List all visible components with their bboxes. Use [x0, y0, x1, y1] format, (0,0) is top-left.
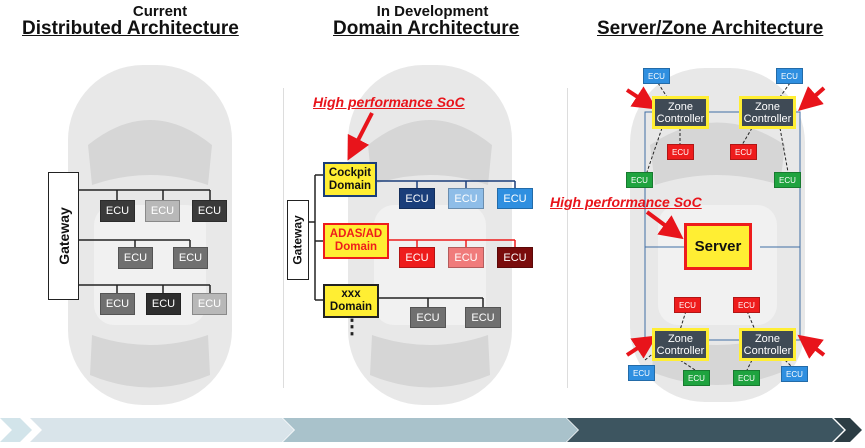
ecu-zone-bottom-left-green: ECU	[683, 370, 710, 386]
ecu-distributed-7: ECU	[146, 293, 181, 315]
panel-divider-right	[567, 88, 568, 388]
ecu-zone-top-left-outer: ECU	[643, 68, 670, 84]
ecu-adas-2: ECU	[448, 247, 484, 268]
soc-label-server: High performance SoC	[550, 194, 702, 210]
ecu-distributed-8: ECU	[192, 293, 227, 315]
ecu-adas-1: ECU	[399, 247, 435, 268]
title-server-zone-architecture: Server/Zone Architecture	[597, 18, 824, 39]
stage-in-development: In Development	[376, 3, 489, 20]
adas-domain-box: ADAS/AD Domain	[323, 223, 389, 259]
ecu-distributed-1: ECU	[100, 200, 135, 222]
zone-controller-top-right: Zone Controller	[739, 96, 796, 129]
ecu-zone-top-right-green: ECU	[774, 172, 801, 188]
server-box: Server	[684, 223, 752, 270]
ecu-distributed-5: ECU	[173, 247, 208, 269]
ecu-cockpit-1: ECU	[399, 188, 435, 209]
ecu-adas-3: ECU	[497, 247, 533, 268]
ecu-zone-top-right-outer: ECU	[776, 68, 803, 84]
ecu-zone-top-right-red: ECU	[730, 144, 757, 160]
zone-controller-top-left: Zone Controller	[652, 96, 709, 129]
ecu-zone-top-left-green: ECU	[626, 172, 653, 188]
stage-next: Next	[691, 3, 724, 20]
ecu-zone-bottom-left-blue: ECU	[628, 365, 655, 381]
ecu-distributed-2: ECU	[145, 200, 180, 222]
zone-controller-bottom-left: Zone Controller	[652, 328, 709, 361]
distributed-bus-lines	[79, 189, 211, 293]
more-domains-ellipsis: ⋮	[342, 316, 362, 338]
title-distributed-architecture: Distributed Architecture	[22, 18, 239, 39]
ecu-zone-bottom-left-red: ECU	[674, 297, 701, 313]
ecu-zone-top-left-red: ECU	[667, 144, 694, 160]
panel-divider-left	[283, 88, 284, 388]
server-zone-lines	[625, 82, 826, 371]
xxx-domain-box: xxx Domain	[323, 284, 379, 318]
ecu-xxx-2: ECU	[465, 307, 501, 328]
ecu-zone-bottom-right-blue: ECU	[781, 366, 808, 382]
stage-current: Current	[132, 3, 188, 20]
ecu-xxx-1: ECU	[410, 307, 446, 328]
ecu-zone-bottom-right-green: ECU	[733, 370, 760, 386]
ecu-cockpit-2: ECU	[448, 188, 484, 209]
ecu-distributed-6: ECU	[100, 293, 135, 315]
ecu-distributed-4: ECU	[118, 247, 153, 269]
progress-bar-arrows	[0, 418, 862, 442]
ecu-cockpit-3: ECU	[497, 188, 533, 209]
zone-controller-bottom-right: Zone Controller	[739, 328, 796, 361]
ecu-zone-bottom-right-red: ECU	[733, 297, 760, 313]
gateway-domain: Gateway	[287, 200, 309, 280]
soc-label-domain: High performance SoC	[313, 94, 465, 110]
ecu-distributed-3: ECU	[192, 200, 227, 222]
cockpit-domain-box: Cockpit Domain	[323, 162, 377, 197]
gateway-distributed: Gateway	[48, 172, 79, 300]
title-domain-architecture: Domain Architecture	[333, 18, 520, 39]
